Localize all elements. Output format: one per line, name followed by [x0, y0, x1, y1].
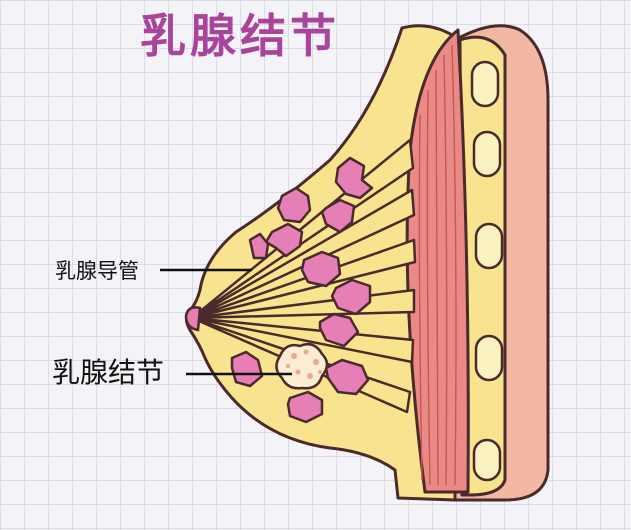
nodule-label: 乳腺结节: [52, 356, 165, 389]
muscle-fibers: [418, 44, 457, 486]
duct-label: 乳腺导管: [55, 259, 139, 283]
lobules: [230, 156, 374, 424]
nodule: [275, 343, 329, 390]
nipple: [184, 306, 202, 332]
diagram-title: 乳腺结节: [140, 9, 340, 63]
ribs: [470, 60, 504, 482]
pectoral-muscle: [405, 28, 470, 494]
